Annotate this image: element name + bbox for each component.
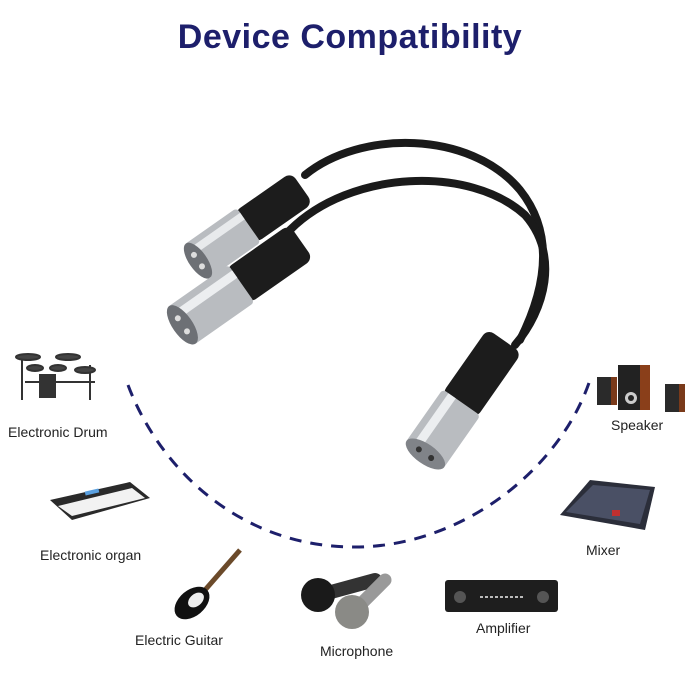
speaker-icon xyxy=(597,365,685,412)
microphone-icon xyxy=(301,573,392,629)
label-microphone: Microphone xyxy=(320,643,394,659)
label-mixer: Mixer xyxy=(586,542,621,558)
keyboard-icon xyxy=(50,482,150,520)
amplifier-icon xyxy=(445,580,558,612)
mixer-icon xyxy=(560,480,655,530)
dashed-arc xyxy=(126,379,592,549)
drum-kit-icon xyxy=(15,353,96,400)
label-electronic-organ: Electronic organ xyxy=(40,547,142,563)
xlr-male-connector-icon xyxy=(166,227,311,345)
label-speaker: Speaker xyxy=(611,417,664,433)
label-electric-guitar: Electric Guitar xyxy=(135,632,223,648)
label-amplifier: Amplifier xyxy=(476,620,531,636)
xlr-male-connector-icon xyxy=(183,175,310,279)
xlr-cable-icon xyxy=(286,138,550,349)
label-electronic-drum: Electronic Drum xyxy=(8,424,108,440)
xlr-female-connector-icon xyxy=(405,332,519,470)
page-title: Device Compatibility xyxy=(177,18,523,56)
guitar-icon xyxy=(174,548,242,620)
